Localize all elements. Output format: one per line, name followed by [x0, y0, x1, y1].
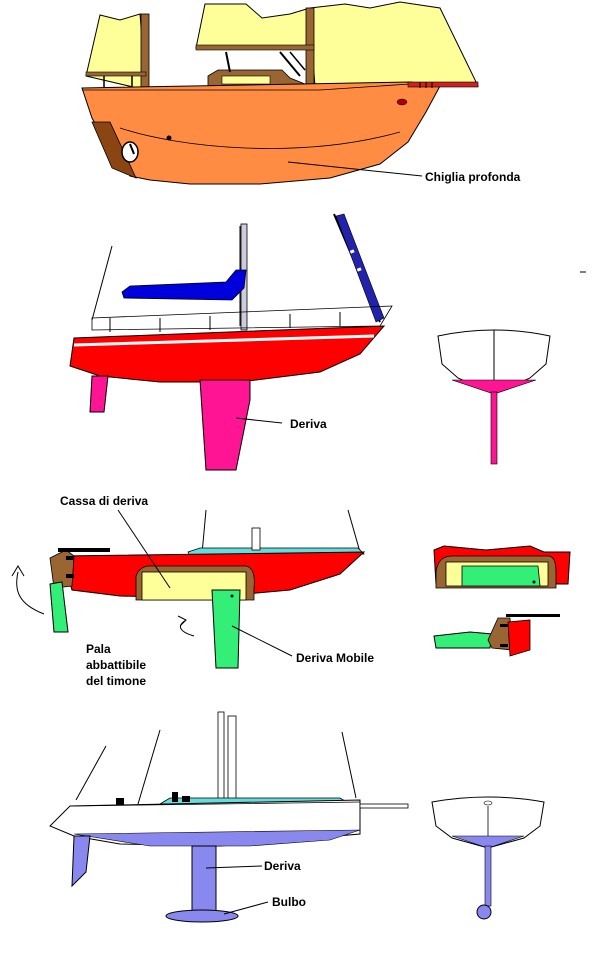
section-bulb-keel — [431, 796, 545, 920]
bowsprit-1 — [407, 81, 479, 88]
bulb-4 — [165, 909, 239, 923]
rudder-2 — [89, 375, 109, 413]
leader-deriva-2 — [235, 417, 283, 424]
label-chiglia-profonda: Chiglia profonda — [425, 170, 521, 184]
underbody-4 — [73, 829, 361, 847]
label-pala-2: abbattibile — [86, 658, 147, 672]
leader-cassa — [117, 509, 171, 589]
boom-1b — [195, 44, 315, 51]
hull-2 — [69, 325, 386, 383]
boat-centreboard — [11, 509, 571, 669]
label-bulbo: Bulbo — [272, 895, 306, 909]
kickup-rudder-3 — [49, 581, 69, 633]
boat-fin-keel — [69, 213, 586, 471]
boat-deep-keel — [81, 1, 479, 185]
swing-keel-3 — [211, 589, 241, 669]
label-cassa-di-deriva: Cassa di deriva — [60, 494, 149, 508]
label-pala-3: del timone — [86, 674, 147, 688]
mast-4 — [217, 711, 225, 805]
jib-1 — [85, 13, 147, 91]
fin-keel-2 — [199, 379, 251, 471]
boom-1a — [85, 71, 147, 77]
detail-case-section — [433, 545, 571, 589]
section-fin-keel — [437, 329, 551, 465]
label-pala-1: Pala — [86, 642, 111, 656]
mast-1a — [140, 13, 150, 93]
sail-cover-2 — [121, 269, 247, 301]
fin-keel-4 — [191, 845, 217, 913]
porthole-1 — [121, 141, 139, 163]
rotate-arrow-rudder — [16, 571, 45, 615]
leader-deriva-4 — [205, 865, 263, 869]
label-deriva-fin: Deriva — [290, 417, 327, 431]
leader-deriva-mobile — [231, 625, 293, 657]
rudder-4 — [71, 835, 91, 888]
rudder-1 — [91, 121, 137, 179]
detail-rudder — [433, 614, 560, 657]
boat-bulb-keel — [49, 711, 545, 923]
leader-chiglia — [287, 161, 423, 177]
label-deriva-bulb: Deriva — [264, 859, 301, 873]
rotate-arrow-keel — [179, 619, 195, 637]
bowsprit-4 — [359, 803, 409, 809]
label-deriva-mobile: Deriva Mobile — [296, 651, 375, 665]
leader-bulbo — [223, 901, 269, 915]
